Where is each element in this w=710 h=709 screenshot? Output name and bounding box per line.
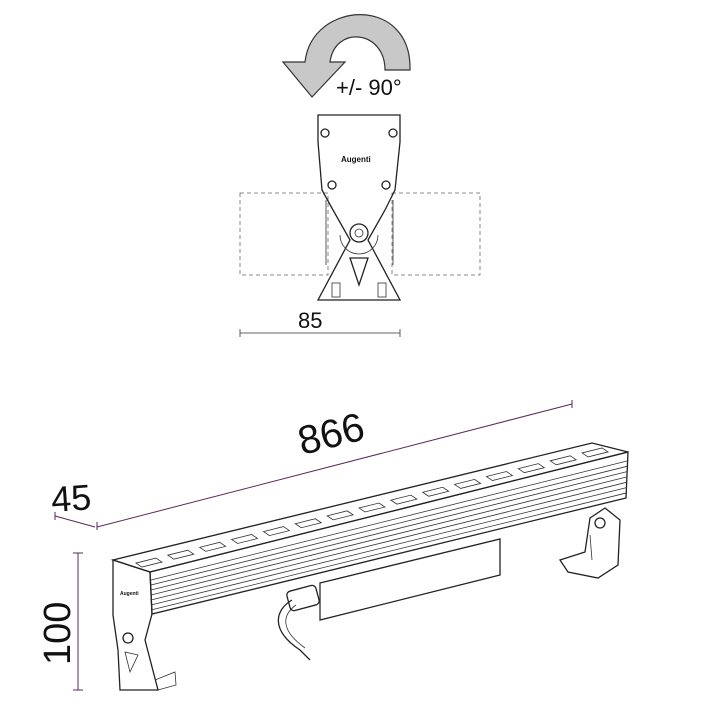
led-window [517,463,546,474]
led-window [294,518,323,529]
rotated-position-right [391,192,481,276]
led-bar: Augenti [110,442,629,691]
led-window [485,471,514,481]
led-window [262,526,291,537]
led-window [549,455,578,466]
dimension-85: 85 [298,308,322,333]
led-window [389,494,418,505]
end-view: Augenti [239,114,481,301]
dimension-100: 100 [37,602,79,665]
rotation-arrow-icon [281,14,411,98]
fin-line [150,476,628,596]
led-window [198,541,227,552]
led-window [581,447,610,458]
fin-line [150,487,628,606]
dimension-45: 45 [50,476,93,520]
fin-line [150,481,628,601]
rotated-position-left [239,192,329,276]
logo: Augenti [341,155,371,164]
dimension-line-866 [96,403,573,528]
led-window [326,510,355,521]
cable [277,599,311,661]
cable-gland [286,584,320,612]
left-bracket [112,559,159,691]
led-window [166,549,195,560]
led-window [230,534,259,544]
dimension-866: 866 [294,405,369,464]
led-window [421,486,450,497]
dimension-line-45 [54,515,96,528]
fin-line [150,492,628,611]
fin-line [150,460,628,581]
led-window [453,478,482,489]
fin-line [150,471,628,591]
bar-top-face [110,442,629,573]
rotation-label: +/- 90° [336,75,402,100]
logo-small: Augenti [120,591,139,597]
led-window [134,557,163,568]
right-bracket [558,507,621,579]
fin-line [150,465,628,586]
led-window [358,502,386,513]
